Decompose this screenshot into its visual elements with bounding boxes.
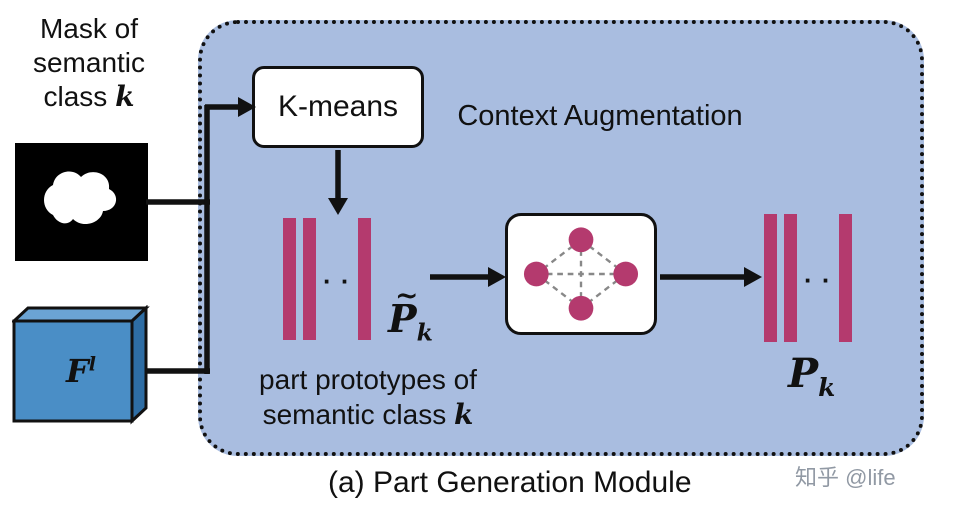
kmeans-box: K-means — [252, 66, 424, 148]
mask-blob-shape — [44, 171, 117, 225]
augmented-prototype-bars: · · — [764, 214, 852, 342]
prototype-bar — [357, 218, 371, 340]
final-prototypes-symbol: Pk — [788, 350, 835, 402]
figure-caption: (a) Part Generation Module — [328, 466, 692, 499]
prototype-bar — [283, 218, 296, 340]
prototype-letter: P — [388, 296, 417, 341]
mask-label-k: k — [115, 80, 135, 114]
feature-letter: F — [66, 352, 89, 390]
mask-label: Mask of semantic class k — [8, 12, 170, 114]
initial-prototypes-symbol: ~Pk — [388, 279, 433, 347]
prototype-bar — [784, 214, 797, 342]
initial-prototype-bars: · · — [283, 218, 371, 340]
ellipsis-dots: · · — [323, 266, 351, 296]
feature-map-box — [12, 305, 150, 425]
watermark: 知乎 @life — [795, 465, 896, 490]
part-prototypes-text: part prototypes of semantic class — [259, 364, 477, 430]
part-prototypes-caption: part prototypes of semantic class k — [220, 362, 516, 432]
tilde-accent: ~ — [395, 279, 419, 312]
prototype-bar — [764, 214, 777, 342]
graph-icon — [523, 227, 639, 321]
prototype-letter: P — [788, 350, 819, 397]
mask-label-text: Mask of semantic class — [32, 13, 146, 113]
part-prototypes-k: k — [454, 398, 474, 431]
prototype-subscript: k — [416, 318, 433, 347]
context-augmentation-box — [505, 213, 657, 335]
prototype-bar — [303, 218, 316, 340]
prototype-subscript: k — [818, 373, 836, 402]
ellipsis-dots: · · — [804, 265, 832, 295]
context-augmentation-label: Context Augmentation — [457, 100, 743, 132]
semantic-mask-image — [15, 143, 148, 261]
feature-map-label: Fl — [26, 352, 136, 390]
prototype-bar — [838, 214, 852, 342]
feature-superscript: l — [88, 353, 96, 376]
kmeans-label: K-means — [277, 90, 399, 123]
